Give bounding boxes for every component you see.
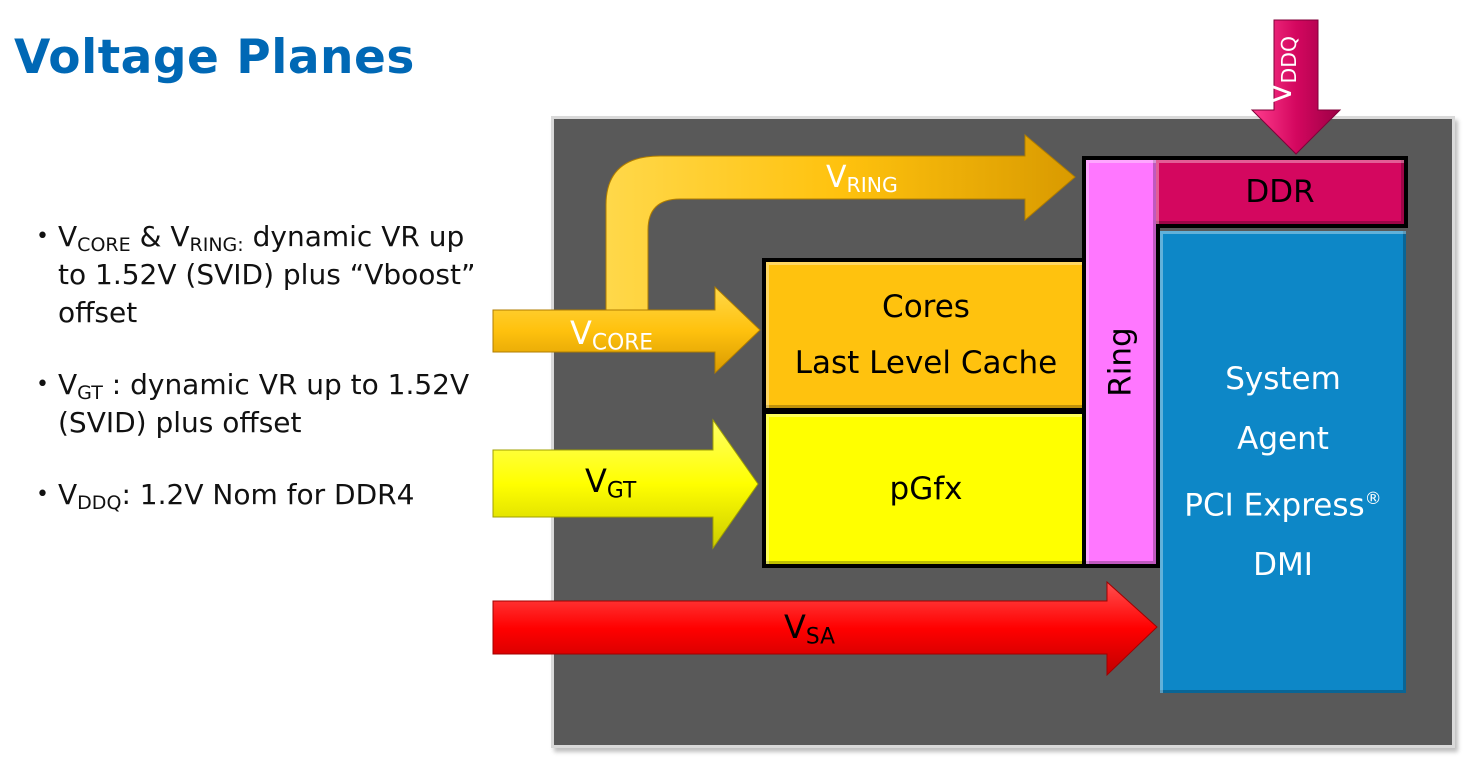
vsa-label: VSA <box>784 608 835 650</box>
vgt-label: VGT <box>585 462 637 504</box>
bullet-vcore-vring: • VCORE & VRING: dynamic VR up to 1.52V … <box>36 218 486 332</box>
bullet-vgt: • VGT : dynamic VR up to 1.52V (SVID) pl… <box>36 366 486 442</box>
llc-label: Last Level Cache <box>794 345 1058 381</box>
cores-label: Cores <box>882 289 970 325</box>
vsa-arrow <box>492 580 1158 677</box>
ddr-label: DDR <box>1245 174 1315 210</box>
system-agent-block: System Agent PCI Express® DMI <box>1160 231 1406 693</box>
subscript: RING: <box>189 233 244 256</box>
bullet-list: • VCORE & VRING: dynamic VR up to 1.52V … <box>36 218 486 548</box>
vddq-label: VDDQ <box>1263 36 1302 104</box>
vddq-arrow <box>1250 19 1342 155</box>
vgt-arrow <box>492 418 759 550</box>
ring-block: Ring <box>1082 156 1160 568</box>
bullet-dot: • <box>36 372 49 397</box>
pgfx-label: pGfx <box>889 471 963 507</box>
bullet-dot: • <box>36 224 49 249</box>
subscript: CORE <box>77 233 131 256</box>
bullet-vddq: • VDDQ: 1.2V Nom for DDR4 <box>36 476 486 514</box>
bullet-text: VCORE & VRING: dynamic VR up to 1.52V (S… <box>58 220 476 329</box>
bullet-text: VDDQ: 1.2V Nom for DDR4 <box>58 478 415 514</box>
vcore-label: VCORE <box>570 314 654 356</box>
agent-label: Agent <box>1237 421 1329 457</box>
vcore-arrow <box>492 285 761 375</box>
vring-label: VRING <box>826 160 898 198</box>
bullet-text: VGT : dynamic VR up to 1.52V (SVID) plus… <box>58 368 470 439</box>
bullet-dot: • <box>36 482 49 507</box>
ddr-block: DDR <box>1156 156 1408 228</box>
subscript: GT <box>77 381 103 404</box>
subscript: DDQ <box>77 491 122 514</box>
page-title: Voltage Planes <box>14 30 415 85</box>
vring-arrow <box>605 133 1076 311</box>
pcie-label: PCI Express® <box>1184 487 1382 524</box>
system-label: System <box>1225 361 1341 397</box>
cores-llc-block: Cores Last Level Cache <box>762 258 1086 412</box>
pgfx-block: pGfx <box>762 410 1086 568</box>
dmi-label: DMI <box>1253 547 1313 584</box>
